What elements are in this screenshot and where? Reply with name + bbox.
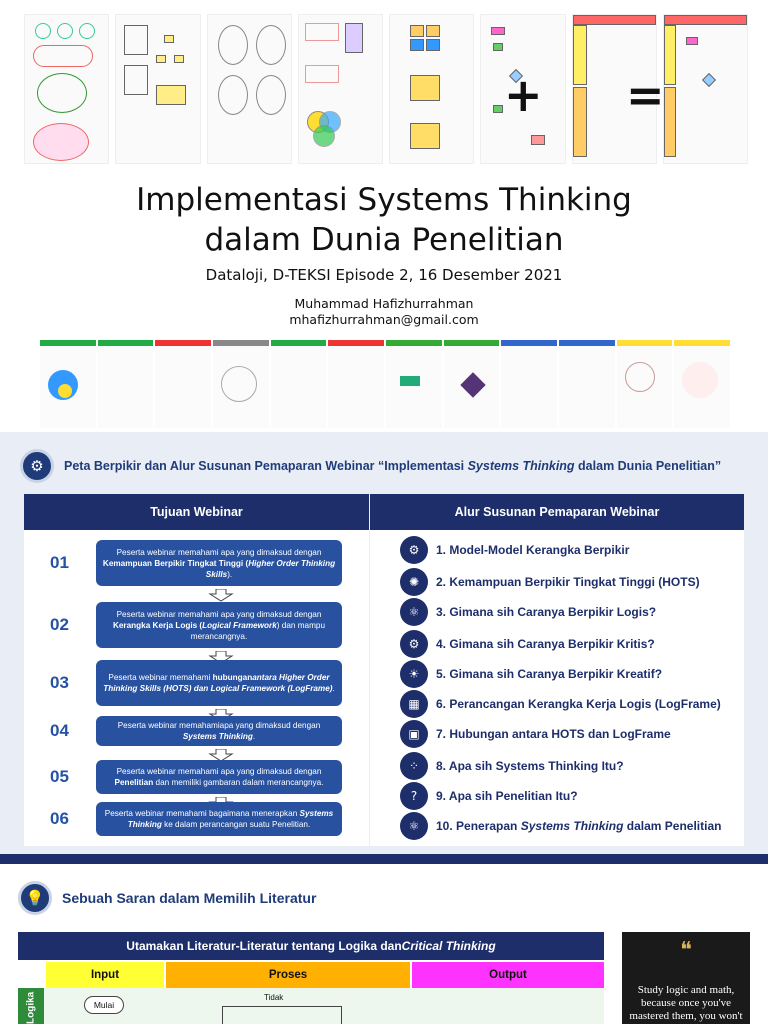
flow-step-label: 6. Perancangan Kerangka Kerja Logis (Log… — [436, 697, 721, 711]
no-label: Tidak — [264, 993, 284, 1002]
quote-mark-icon: ❝ — [680, 938, 692, 963]
flow-step-label: 4. Gimana sih Caranya Berpikir Kritis? — [436, 637, 655, 651]
flow-loop-line — [222, 1006, 342, 1024]
venn-diagram-thumbnail — [24, 14, 110, 164]
atom-icon: ⚛ — [400, 812, 428, 840]
goal-box: Peserta webinar memahamiapa yang dimaksu… — [96, 716, 342, 746]
goal-box: Peserta webinar memahami hubunganantara … — [96, 660, 342, 706]
quote-text: Study logic and math, because once you'v… — [629, 984, 743, 1022]
down-arrow-icon — [208, 649, 234, 668]
goal-number: 06 — [50, 809, 69, 828]
lightbulb-brain-icon: 💡 — [18, 881, 52, 915]
diagram-thumbnail-strip — [24, 14, 748, 164]
flowchart-icon: ▦ — [400, 690, 428, 718]
goal-box: Peserta webinar memahami apa yang dimaks… — [96, 540, 342, 586]
literature-title: Sebuah Saran dalam Memilih Literatur — [62, 890, 317, 906]
flow-step-label: 2. Kemampuan Berpikir Tingkat Tinggi (HO… — [436, 575, 700, 589]
flow-step: ⚙ 4. Gimana sih Caranya Berpikir Kritis? — [400, 630, 655, 658]
literature-header: 💡 Sebuah Saran dalam Memilih Literatur — [18, 878, 316, 918]
goal-number: 03 — [50, 673, 69, 692]
title-line-1: Implementasi Systems Thinking — [136, 182, 632, 218]
goal-box: Peserta webinar memahami apa yang dimaks… — [96, 760, 342, 794]
gear-head-icon: ⚙ — [400, 536, 428, 564]
flow-step: ⚙ 1. Model-Model Kerangka Berpikir — [400, 536, 629, 564]
infographic-title: Peta Berpikir dan Alur Susunan Pemaparan… — [64, 459, 722, 473]
down-arrow-icon — [208, 587, 234, 606]
literature-table-title: Utamakan Literatur-Literatur tentang Log… — [18, 932, 604, 960]
presentation-title: Implementasi Systems Thinking dalam Duni… — [0, 180, 768, 260]
goal-box: Peserta webinar memahami apa yang dimaks… — [96, 602, 342, 648]
grid-thumbnail — [389, 14, 475, 164]
flowchart-thumbnail — [480, 14, 566, 164]
goal-number: 04 — [50, 721, 69, 740]
flow-step-label: 10. Penerapan Systems Thinking dalam Pen… — [436, 819, 722, 833]
proses-column-header: Proses — [166, 962, 410, 988]
slide-thumbnail-strip — [40, 340, 731, 428]
title-line-2: dalam Dunia Penelitian — [204, 222, 564, 258]
logika-row-label: Logika — [18, 988, 44, 1024]
flow-step: ☀ 5. Gimana sih Caranya Berpikir Kreatif? — [400, 660, 662, 688]
author-block: Muhammad Hafizhurrahman mhafizhurrahman@… — [0, 296, 768, 328]
input-column-header: Input — [46, 962, 164, 988]
author-email: mhafizhurrahman@gmail.com — [289, 312, 479, 327]
flow-column-header: Alur Susunan Pemaparan Webinar — [370, 494, 744, 530]
equals-sign: = — [626, 68, 665, 122]
head-question-icon: ? — [400, 782, 428, 810]
flow-step-label: 8. Apa sih Systems Thinking Itu? — [436, 759, 624, 773]
network-icon: ⁘ — [400, 752, 428, 780]
matrix-thumbnail — [297, 14, 383, 164]
flow-step-label: 3. Gimana sih Caranya Berpikir Logis? — [436, 605, 657, 619]
lightbulb-brain-icon: ☀ — [400, 660, 428, 688]
goal-number: 01 — [50, 553, 69, 572]
combined-flowchart-thumbnail — [662, 14, 748, 164]
author-name: Muhammad Hafizhurrahman — [294, 296, 474, 311]
brain-network-icon: ✺ — [400, 568, 428, 596]
flow-step-label: 7. Hubungan antara HOTS dan LogFrame — [436, 727, 671, 741]
swimlane-thumbnail — [571, 14, 657, 164]
infographic-footer-bar — [0, 854, 768, 864]
flow-column — [370, 530, 744, 846]
goal-box: Peserta webinar memahami bagaimana mener… — [96, 802, 342, 836]
flow-step-label: 9. Apa sih Penelitian Itu? — [436, 789, 578, 803]
flow-step-label: 5. Gimana sih Caranya Berpikir Kreatif? — [436, 667, 663, 681]
head-gear-icon: ⚙ — [400, 630, 428, 658]
flow-step: ⚛ 10. Penerapan Systems Thinking dalam Pe… — [400, 812, 721, 840]
atom-brain-icon: ⚛ — [400, 598, 428, 626]
flow-step: ✺ 2. Kemampuan Berpikir Tingkat Tinggi (H… — [400, 568, 700, 596]
goal-number: 02 — [50, 615, 69, 634]
start-node: Mulai — [84, 996, 124, 1014]
infographic-header: ⚙ Peta Berpikir dan Alur Susunan Pemapar… — [20, 448, 750, 484]
flow-step: ▦ 6. Perancangan Kerangka Kerja Logis (Lo… — [400, 690, 721, 718]
flow-step: ⁘ 8. Apa sih Systems Thinking Itu? — [400, 752, 624, 780]
plus-sign: + — [504, 68, 543, 122]
tree-diagram-thumbnail — [115, 14, 201, 164]
quote-card: ❝ Study logic and math, because once you… — [622, 932, 750, 1024]
flow-step: ▣ 7. Hubungan antara HOTS dan LogFrame — [400, 720, 671, 748]
brain-gear-icon: ⚙ — [20, 449, 54, 483]
presentation-icon: ▣ — [400, 720, 428, 748]
network-diagram-thumbnail — [206, 14, 292, 164]
goal-number: 05 — [50, 767, 69, 786]
down-arrow-icon — [208, 747, 234, 766]
flow-step-label: 1. Model-Model Kerangka Berpikir — [436, 543, 630, 557]
event-subtitle: Dataloji, D-TEKSI Episode 2, 16 Desember… — [205, 266, 563, 284]
output-column-header: Output — [412, 962, 604, 988]
flow-step: ⚛ 3. Gimana sih Caranya Berpikir Logis? — [400, 598, 656, 626]
flow-step: ? 9. Apa sih Penelitian Itu? — [400, 782, 578, 810]
goals-column-header: Tujuan Webinar — [24, 494, 369, 530]
